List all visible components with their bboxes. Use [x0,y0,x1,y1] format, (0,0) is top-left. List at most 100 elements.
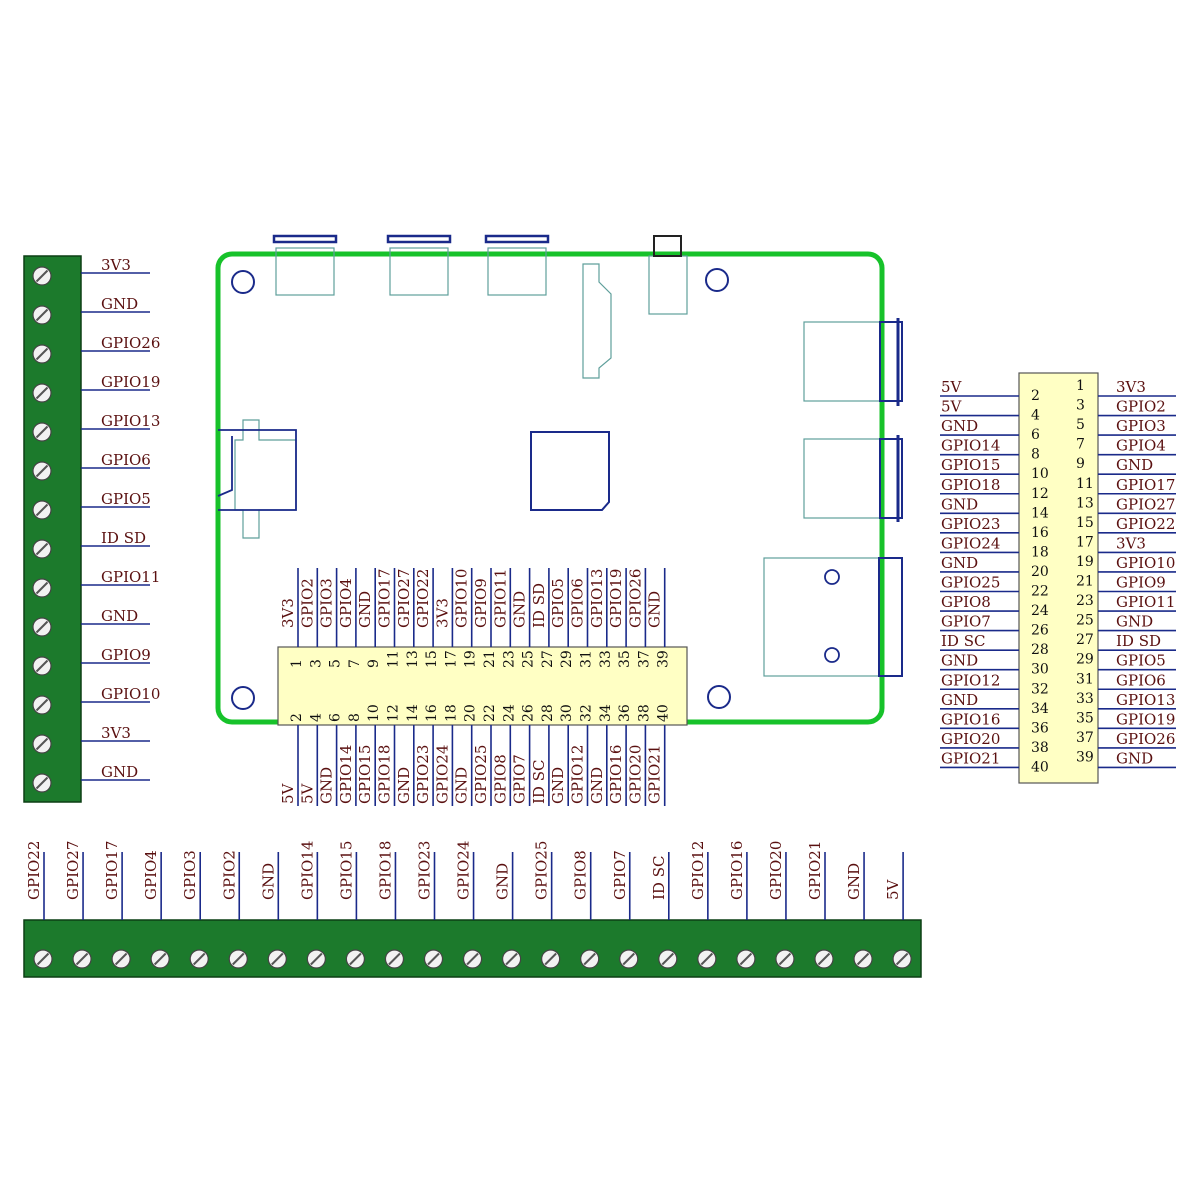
terminal-screw[interactable] [697,949,717,969]
right-pin-number-even: 22 [1031,584,1049,600]
left-terminal-label: GPIO26 [101,334,160,352]
audio-jack [648,235,688,315]
terminal-screw[interactable] [32,773,52,793]
terminal-screw[interactable] [32,656,52,676]
board-gpio-header [277,646,688,726]
terminal-screw[interactable] [267,949,287,969]
terminal-screw[interactable] [32,383,52,403]
right-header-left-label: 5V [941,398,963,416]
terminal-screw[interactable] [228,949,248,969]
terminal-screw[interactable] [32,500,52,520]
terminal-screw[interactable] [775,949,795,969]
right-header-left-label: GPIO8 [941,593,991,611]
board-pin-number-odd: 33 [598,650,614,668]
board-pin-number-even: 34 [598,704,614,722]
board-pin-number-odd: 29 [559,650,575,668]
right-header-right-label: GPIO2 [1116,398,1166,416]
terminal-screw[interactable] [892,949,912,969]
right-pin-number-odd: 17 [1076,534,1094,550]
bottom-terminal-label: GND [259,863,277,900]
raspberry-pi-board: 1234567891011121314151617181920212223242… [215,234,903,806]
right-pin-number-odd: 35 [1076,710,1094,726]
terminal-screw[interactable] [32,344,52,364]
terminal-screw[interactable] [580,949,600,969]
terminal-screw[interactable] [72,949,92,969]
right-header-left-label: GPIO25 [941,574,1000,592]
board-header-bottom-label: ID SC [530,760,548,804]
terminal-screw[interactable] [32,695,52,715]
terminal-screw[interactable] [853,949,873,969]
bottom-terminal-label: GPIO20 [767,841,785,900]
right-header-left-label: GPIO23 [941,515,1000,533]
board-pin-number-even: 20 [463,704,479,722]
right-pin-number-even: 16 [1031,525,1049,541]
right-header-left-label: GPIO14 [941,437,1000,455]
terminal-screw[interactable] [32,266,52,286]
terminal-screw[interactable] [306,949,326,969]
right-header-left-label: GPIO20 [941,730,1000,748]
terminal-screw[interactable] [150,949,170,969]
board-header-bottom-label: 5V [298,782,316,804]
terminal-screw[interactable] [111,949,131,969]
terminal-screw[interactable] [462,949,483,969]
terminal-screw[interactable] [32,734,52,754]
right-pin-number-even: 28 [1031,642,1049,658]
board-pin-number-even: 32 [579,704,595,722]
right-header-left-label: GND [941,652,978,670]
terminal-screw[interactable] [32,422,52,442]
board-header-top-label: GPIO6 [569,578,587,628]
terminal-screw[interactable] [619,949,639,969]
terminal-screw[interactable] [736,949,756,969]
top-connector-power [272,234,338,296]
board-header-top-label: GND [646,591,664,628]
board-header-top-label: GPIO3 [318,578,336,628]
right-header-left-label: GPIO16 [941,710,1000,728]
terminal-screw[interactable] [345,949,365,969]
board-pin-number-even: 28 [540,704,556,722]
right-pin-number-odd: 15 [1076,515,1094,531]
bottom-terminal-label: GPIO2 [220,850,238,900]
terminal-screw[interactable] [423,949,444,969]
right-pin-number-even: 32 [1031,681,1049,697]
right-header-right-label: GND [1116,749,1153,767]
right-gpio-header: 2143658710912111413161518172019222124232… [940,372,1176,784]
board-header-bottom-label: 5V [279,782,297,804]
board-pin-number-even: 4 [308,713,324,722]
right-header-pin-numbers: 2143658710912111413161518172019222124232… [1031,378,1094,775]
terminal-screw[interactable] [814,949,834,969]
terminal-screw[interactable] [384,949,405,969]
terminal-screw[interactable] [32,617,52,637]
bottom-terminal-label: GPIO15 [337,841,355,900]
terminal-screw[interactable] [32,461,52,481]
terminal-screw[interactable] [658,949,678,969]
bottom-terminal-label: GPIO12 [689,841,707,900]
right-header-left-label: GPIO18 [941,476,1000,494]
terminal-screw[interactable] [33,949,53,969]
terminal-screw[interactable] [32,305,52,325]
terminal-screw[interactable] [541,949,561,969]
top-connector-hdmi1 [484,234,550,296]
right-pin-number-even: 38 [1031,740,1049,756]
board-header-bottom-label: GPIO14 [337,745,355,804]
board-header-top-label: GPIO27 [395,569,413,628]
bottom-terminal-label: ID SC [650,856,668,900]
bottom-terminal-label: GPIO24 [455,841,473,900]
mounting-hole [231,686,255,710]
ethernet-port [763,557,903,677]
right-header-right-label: GPIO6 [1116,671,1166,689]
terminal-screw[interactable] [32,539,52,559]
mounting-hole [707,685,731,709]
right-pin-number-odd: 27 [1076,632,1094,648]
terminal-screw[interactable] [189,949,209,969]
bottom-terminal-label: GPIO25 [533,841,551,900]
right-pin-number-odd: 7 [1076,437,1085,453]
bottom-terminal-label: GPIO17 [103,841,121,900]
terminal-screw[interactable] [502,949,522,969]
board-pin-number-odd: 35 [617,650,633,668]
terminal-screw[interactable] [32,578,52,598]
right-header-right-label: GPIO17 [1116,476,1175,494]
board-header-bottom-label: GPIO12 [569,745,587,804]
